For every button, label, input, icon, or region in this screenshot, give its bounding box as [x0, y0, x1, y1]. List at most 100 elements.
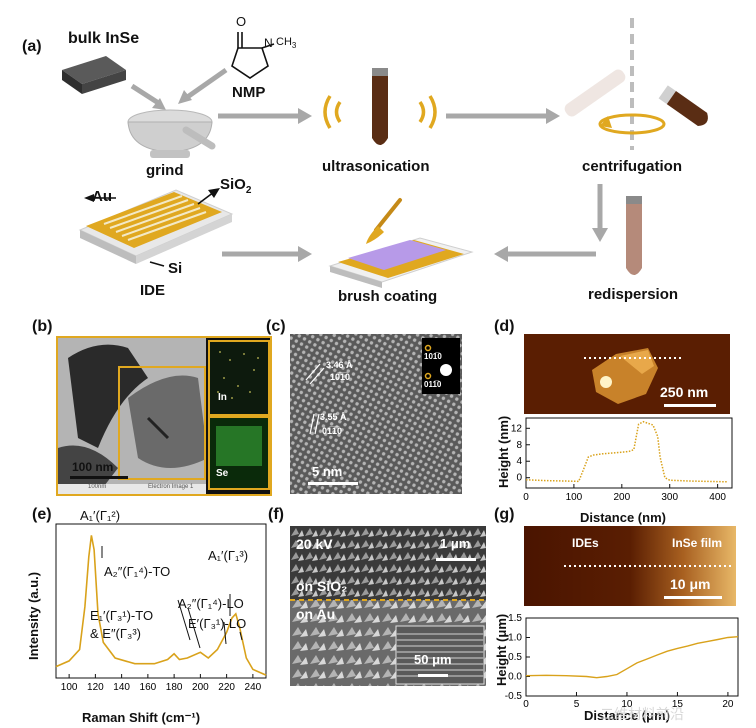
e-xtick-label: 220	[218, 682, 235, 693]
se-label: Se	[216, 468, 229, 479]
nmp-n-label: N	[264, 36, 273, 50]
g-xtick-label: 20	[722, 699, 734, 710]
centrifugation-label: centrifugation	[582, 158, 682, 175]
tem-image: In Se 100 nm 100nm Electron Image 1	[56, 336, 272, 496]
g-ytick-label: -0.5	[505, 691, 523, 702]
e-peak-a2-lo: A₂″(Γ₁⁴)-LO	[178, 596, 244, 611]
au-label: Au	[92, 188, 112, 205]
e-xtick-label: 180	[166, 682, 183, 693]
brush-coating-label: brush coating	[338, 288, 438, 305]
d-scale-label: 250 nm	[660, 384, 709, 400]
sio2-label: SiO2	[220, 176, 252, 196]
hrtem-image: 101̅0 011̅0 3.46 Å 10̅1̅0 3.55 Å 01̅1̅0 …	[290, 334, 462, 494]
eds-map-in: In	[208, 340, 270, 416]
e-peak-e-lo: E′(Γ₃¹)-LO	[188, 616, 247, 631]
d-ytick-label: 4	[516, 456, 522, 467]
b-footer-mid: Electron Image 1	[148, 484, 194, 490]
g-insefilm-label: InSe film	[672, 536, 723, 550]
g-ytick-label: 0.5	[508, 652, 522, 663]
e-arrow-e1	[177, 599, 191, 641]
e-xtick-label: 200	[192, 682, 209, 693]
e-raman-chart: 100 120 140 160 180 200 220 240	[55, 523, 267, 693]
afm-image-g: IDEs InSe film 10 μm	[524, 526, 736, 606]
g-xtick-label: 15	[672, 699, 684, 710]
g-plot-frame	[525, 617, 739, 697]
e-plot-frame	[55, 523, 267, 679]
g-ytick-label: 1.5	[508, 613, 522, 624]
nmp-label: NMP	[232, 84, 266, 101]
nmp-structure	[231, 32, 275, 79]
f-scale-2: 50 μm	[414, 652, 452, 667]
f-kv-label: 20 kV	[296, 536, 333, 552]
bulk-inse-block	[62, 56, 126, 94]
panel-a-label: (a)	[22, 38, 42, 55]
d-spacing-2: 3.55 Å	[320, 412, 347, 422]
ide-label: IDE	[140, 282, 166, 299]
d-ytick-label: 12	[511, 423, 523, 434]
g-xtick-label: 10	[621, 699, 633, 710]
b-scale-label: 100 nm	[72, 460, 114, 474]
d-xlabel: Distance (nm)	[580, 510, 666, 525]
e-raman-trace	[55, 535, 267, 676]
d-xtick-label: 400	[709, 492, 726, 503]
saed-label-2: 011̅0	[424, 380, 442, 389]
saed-label-1: 101̅0	[424, 352, 442, 361]
panel-f-label: (f)	[268, 506, 284, 523]
panel-b-label: (b)	[32, 318, 53, 335]
mortar	[127, 109, 216, 158]
panel-e-label: (e)	[32, 506, 52, 523]
saed-inset: 101̅0 011̅0	[422, 338, 460, 394]
g-scale-label: 10 μm	[670, 576, 711, 592]
d-ytick-label: 0	[516, 473, 522, 484]
e-xtick-label: 240	[245, 682, 262, 693]
c-scale-label: 5 nm	[312, 464, 343, 479]
d-spacing-1: 3.46 Å	[326, 360, 353, 370]
e-peak-a1-g13: A₁′(Γ₁³)	[208, 548, 249, 563]
si-label: Si	[168, 260, 183, 277]
g-xtick-label: 5	[574, 699, 580, 710]
eds-map-se: Se	[208, 416, 270, 490]
e-peak-e1-to: E₁′(Γ₃¹)-TO	[90, 608, 154, 623]
e-xlabel: Raman Shift (cm⁻¹)	[82, 710, 201, 725]
panel-g-label: (g)	[494, 506, 515, 523]
d-xtick-label: 100	[566, 492, 583, 503]
d-xtick-label: 300	[661, 492, 678, 503]
f-scale-1: 1 μm	[440, 536, 471, 551]
g-xtick-label: 0	[523, 699, 529, 710]
ide-graphic	[78, 188, 234, 267]
centrifuge-graphic	[564, 18, 708, 150]
in-label: In	[218, 392, 227, 403]
g-ytick-label: 1.0	[508, 633, 522, 644]
g-ides-label: IDEs	[572, 536, 599, 550]
e-ylabel: Intensity (a.u.)	[26, 571, 41, 660]
brush-coating-graphic	[328, 198, 474, 288]
e-peak-a2-to: A₂″(Γ₁⁴)-TO	[104, 564, 171, 579]
d-plot-frame	[525, 417, 733, 489]
b-scalebar	[70, 476, 128, 479]
redispersion-tube	[626, 196, 642, 275]
ultrasonication-label: ultrasonication	[322, 158, 430, 175]
b-footer-left: 100nm	[88, 484, 107, 490]
e-xtick-label: 160	[140, 682, 157, 693]
e-xtick-label: 120	[87, 682, 104, 693]
d-plane-1: 10̅1̅0	[330, 372, 351, 382]
e-xtick-label: 140	[113, 682, 130, 693]
d-xtick-label: 0	[523, 492, 529, 503]
afm-image-d: 250 nm	[524, 334, 730, 414]
e-peak-e-g33: & E″(Γ₃³)	[90, 626, 141, 641]
d-plane-2: 01̅1̅0	[322, 426, 343, 436]
ultrasonication-tube	[323, 68, 437, 145]
redispersion-label: redispersion	[588, 286, 679, 303]
d-xtick-label: 200	[613, 492, 630, 503]
nmp-ch3-label: CH3	[276, 36, 297, 51]
panel-c-label: (c)	[266, 318, 286, 335]
panel-d-label: (d)	[494, 318, 515, 335]
e-xtick-label: 100	[61, 682, 78, 693]
panel-a-graphics	[62, 18, 708, 288]
g-height-trace	[525, 636, 739, 679]
e-peak-a1-g12: A₁′(Γ₁²)	[80, 508, 121, 523]
nmp-o-label: O	[236, 14, 247, 29]
